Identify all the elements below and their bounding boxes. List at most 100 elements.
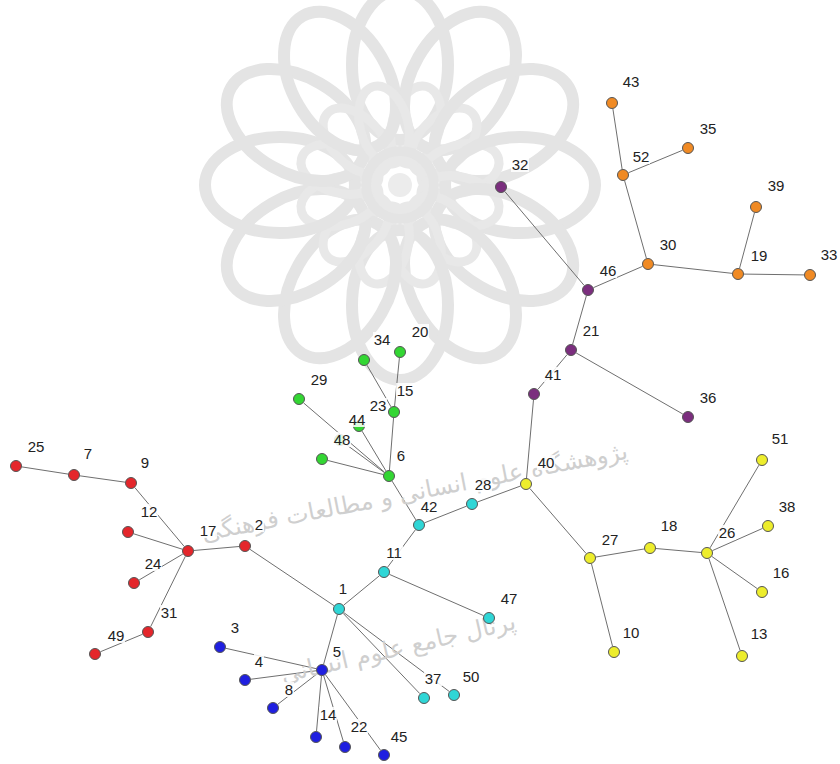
node-number: 51	[771, 431, 790, 446]
node-number: 29	[310, 372, 329, 387]
node-number: 52	[632, 149, 651, 164]
network-node: 20	[394, 346, 406, 358]
node-number: 40	[537, 455, 556, 470]
network-node: 24	[128, 577, 140, 589]
node-number: 6	[396, 448, 406, 463]
node-number: 44	[348, 412, 367, 427]
tree-edge	[530, 489, 586, 554]
tree-edge	[538, 355, 567, 390]
network-node: 9	[125, 477, 137, 489]
network-node: 28	[466, 498, 478, 510]
network-node: 21	[565, 344, 577, 356]
network-node: 48	[316, 453, 328, 465]
network-node: 5	[316, 664, 328, 676]
node-number: 28	[474, 477, 493, 492]
tree-edge	[317, 676, 322, 731]
node-number: 37	[424, 671, 443, 686]
node-number: 4	[254, 654, 264, 669]
node-number: 20	[411, 324, 430, 339]
network-node: 46	[582, 284, 594, 296]
tree-edge	[591, 564, 612, 646]
tree-edge	[710, 465, 759, 548]
network-node: 7	[68, 469, 80, 481]
node-number: 7	[83, 446, 93, 461]
node-number: 15	[396, 383, 415, 398]
tree-edge	[135, 488, 184, 547]
node-number: 11	[385, 545, 403, 560]
network-node: 30	[642, 258, 654, 270]
tree-edge	[389, 418, 393, 470]
network-node: 12	[122, 526, 134, 538]
network-node: 49	[89, 648, 101, 660]
network-node: 43	[606, 97, 618, 109]
tree-edge	[505, 192, 584, 286]
tree-edge	[304, 403, 385, 472]
node-number: 24	[144, 556, 163, 571]
node-number: 5	[332, 644, 342, 659]
node-number: 3	[230, 620, 240, 635]
network-node: 38	[762, 520, 774, 532]
network-node: 19	[732, 268, 744, 280]
node-number: 45	[390, 729, 409, 744]
node-number: 19	[750, 248, 769, 263]
tree-edge	[613, 109, 622, 169]
network-node: 18	[644, 542, 656, 554]
network-node: 16	[756, 586, 768, 598]
node-number: 47	[500, 591, 519, 606]
tree-edge	[134, 534, 183, 549]
network-node: 32	[495, 181, 507, 193]
network-node: 1	[333, 603, 345, 615]
network-node: 50	[448, 689, 460, 701]
node-number: 12	[140, 504, 159, 519]
node-number: 9	[140, 455, 150, 470]
network-node: 6	[383, 470, 395, 482]
node-number: 43	[622, 74, 641, 89]
network-node: 41	[528, 388, 540, 400]
node-number: 34	[373, 332, 392, 347]
tree-edge	[625, 181, 647, 258]
network-node: 52	[617, 169, 629, 181]
node-number: 32	[511, 157, 530, 172]
node-number: 31	[160, 605, 179, 620]
tree-edge	[250, 549, 334, 605]
node-number: 41	[544, 367, 563, 382]
node-number: 14	[319, 707, 338, 722]
watermark-core	[366, 151, 434, 219]
tree-edge	[328, 460, 383, 474]
network-node: 13	[736, 650, 748, 662]
network-node: 39	[750, 201, 762, 213]
node-number: 38	[778, 499, 797, 514]
network-node: 51	[756, 454, 768, 466]
node-number: 23	[369, 398, 388, 413]
tree-edge	[139, 554, 183, 580]
node-number: 8	[284, 682, 294, 697]
network-node: 27	[584, 552, 596, 564]
node-number: 1	[338, 581, 348, 596]
tree-edge	[22, 467, 68, 474]
tree-edge	[194, 547, 239, 551]
node-number: 48	[333, 432, 352, 447]
node-number: 26	[718, 525, 737, 540]
network-node: 42	[413, 519, 425, 531]
node-number: 35	[699, 121, 718, 136]
node-number: 22	[350, 719, 369, 734]
network-node: 3	[214, 641, 226, 653]
network-node: 2	[239, 540, 251, 552]
tree-edge	[80, 476, 125, 482]
tree-edge	[654, 265, 732, 274]
node-number: 36	[699, 390, 718, 405]
network-node: 22	[339, 741, 351, 753]
node-number: 18	[660, 518, 679, 533]
node-number: 33	[820, 247, 839, 262]
node-number: 46	[599, 263, 618, 278]
node-number: 42	[420, 499, 439, 514]
network-node: 40	[520, 478, 532, 490]
watermark-core	[388, 173, 412, 197]
network-node: 10	[608, 646, 620, 658]
network-node: 8	[267, 702, 279, 714]
watermark-petal	[261, 0, 419, 170]
network-node: 4	[239, 674, 251, 686]
node-number: 30	[659, 237, 678, 252]
tree-edge	[362, 431, 386, 471]
node-number: 25	[27, 439, 46, 454]
